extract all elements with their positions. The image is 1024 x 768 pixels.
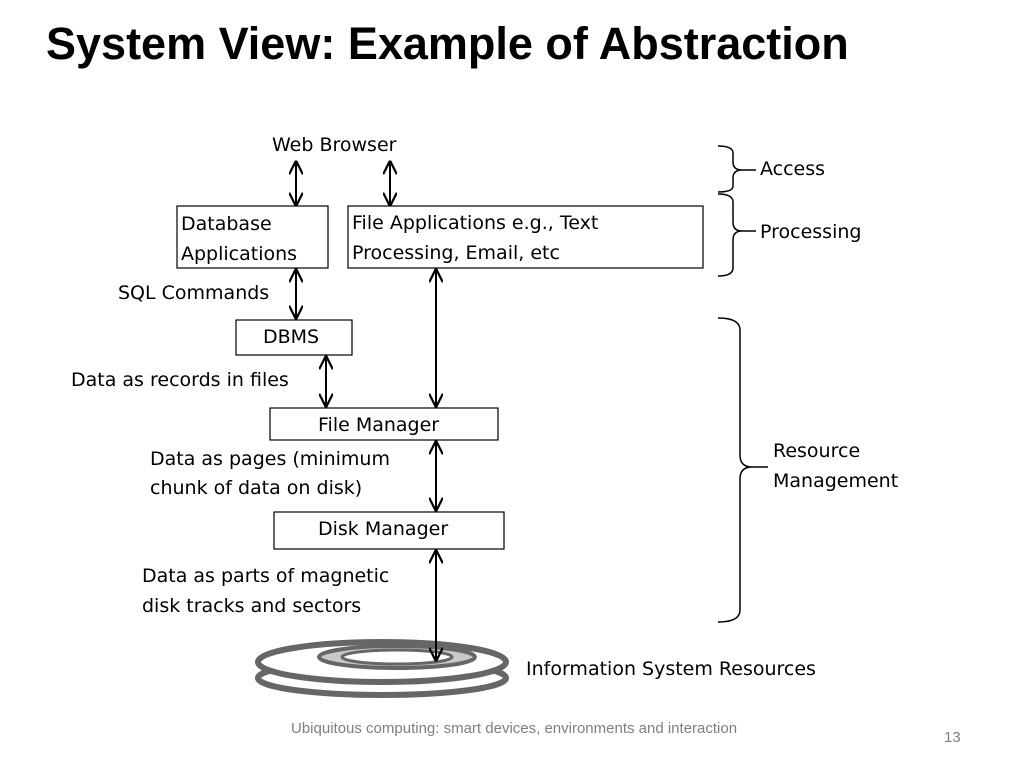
dbms-box (235, 319, 353, 356)
database-applications-box (176, 205, 329, 269)
web-browser-label: Web Browser (272, 134, 397, 156)
disk-manager-label: Disk Manager (318, 518, 448, 540)
database-applications-line-1: Database (181, 213, 272, 235)
access-layer-label: Access (760, 158, 825, 180)
file-manager-label: File Manager (318, 414, 439, 436)
database-applications-line-2: Applications (181, 243, 297, 265)
processing-layer-label: Processing (760, 221, 861, 243)
slide-footer: Ubiquitous computing: smart devices, env… (291, 720, 738, 737)
slide-title: System View: Example of Abstraction (46, 18, 849, 69)
access-brace (717, 145, 743, 193)
page-number: 13 (944, 729, 961, 746)
sql-commands-label: SQL Commands (118, 282, 269, 304)
file-applications-line-1: File Applications e.g., Text (352, 212, 598, 234)
tracks-label-line-1: Data as parts of magnetic (142, 565, 389, 587)
processing-brace (717, 193, 743, 277)
tracks-label-line-2: disk tracks and sectors (142, 595, 361, 617)
disk-platters-icon (255, 639, 509, 698)
file-manager-box (269, 407, 499, 441)
information-system-resources-label: Information System Resources (526, 658, 816, 680)
file-applications-box (347, 205, 704, 269)
records-label: Data as records in files (71, 369, 289, 391)
resource-management-brace (717, 317, 753, 623)
resource-management-label-line-1: Resource (773, 440, 860, 462)
dbms-label: DBMS (263, 326, 319, 348)
pages-label-line-2: chunk of data on disk) (150, 477, 362, 499)
file-applications-line-2: Processing, Email, etc (352, 242, 560, 264)
resource-management-label-line-2: Management (773, 470, 898, 492)
pages-label-line-1: Data as pages (minimum (150, 448, 390, 470)
disk-manager-box (273, 511, 505, 550)
